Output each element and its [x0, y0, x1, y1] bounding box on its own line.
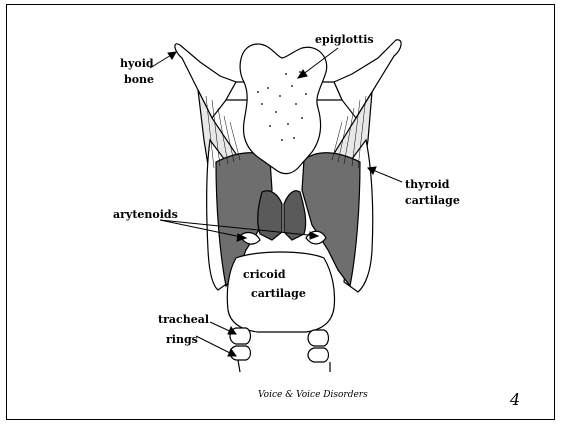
thyroid-label-line1: thyroid [405, 178, 460, 191]
tracheal-label-line2: rings [166, 333, 209, 346]
thyroid-label: thyroid cartilage [405, 178, 460, 207]
thyroid-label-line2: cartilage [405, 194, 460, 207]
tracheal-ring-right-2 [308, 348, 329, 362]
tracheal-label-line1: tracheal [158, 313, 209, 326]
hyoid-label-line1: hyoid [120, 57, 154, 70]
epiglottis-label: epiglottis [315, 33, 374, 46]
cricoid-label-line2: cartilage [251, 287, 306, 300]
page-number: 4 [510, 390, 520, 409]
tracheal-ring-right-1 [308, 330, 329, 346]
cricoid-label: cricoid cartilage [243, 268, 306, 300]
trachea-wall-left [238, 360, 240, 372]
arytenoid-left [258, 191, 282, 240]
hyoid-arrowhead [168, 52, 176, 59]
hyoid-label-line2: bone [124, 73, 154, 86]
cricoid-label-line1: cricoid [243, 268, 306, 281]
tracheal-label: tracheal rings [158, 313, 209, 346]
footer-caption: Voice & Voice Disorders [258, 390, 368, 400]
arytenoids-label: arytenoids [113, 208, 178, 221]
hyoid-label: hyoid bone [120, 57, 154, 86]
